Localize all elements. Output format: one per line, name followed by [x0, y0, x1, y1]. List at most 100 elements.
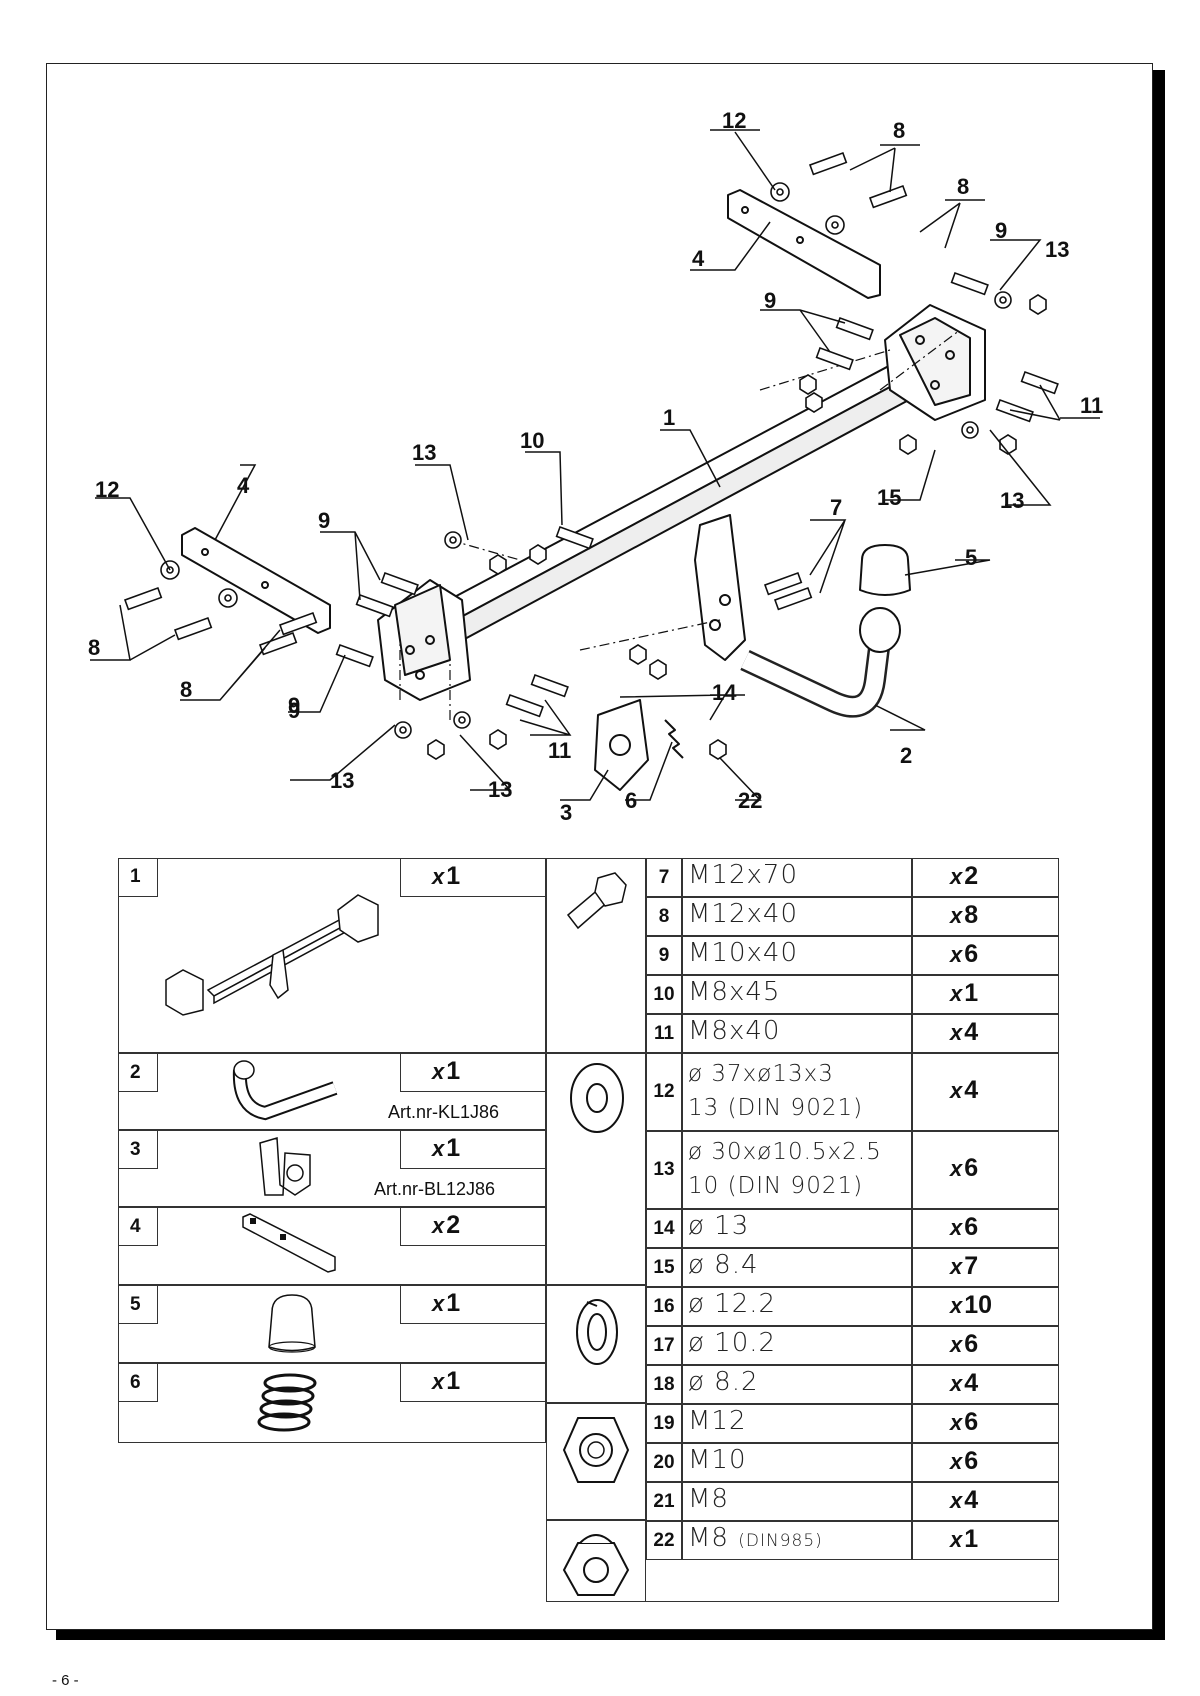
fastener-number: 10: [653, 983, 675, 1005]
fastener-quantity-cell: [912, 936, 1059, 975]
callout-label: 8: [180, 677, 192, 702]
fastener-number: 17: [653, 1334, 675, 1356]
quantity-cell: [400, 1130, 546, 1169]
callout-label: 10: [520, 428, 544, 453]
quantity-prefix: x: [950, 902, 963, 928]
quantity-prefix: x: [950, 1253, 963, 1279]
hex-nut-icon: [562, 1417, 630, 1483]
part-number: 1: [130, 866, 141, 887]
quantity-cell: [400, 858, 546, 897]
flat-washer-icon: [570, 1063, 624, 1133]
quantity-value: 4: [964, 1076, 979, 1104]
nut-icon: [999, 434, 1017, 455]
fastener-quantity-cell: [912, 1365, 1059, 1404]
washer-icon: [453, 711, 471, 729]
fastener-quantity: x6: [950, 1447, 978, 1476]
fastener-spec-text: M12x40: [688, 899, 798, 929]
fastener-spec-cell: [682, 936, 912, 975]
quantity-value: 6: [964, 939, 979, 968]
spring-part: [664, 719, 684, 759]
fastener-number: 18: [653, 1373, 675, 1395]
nut-icon: [649, 659, 667, 680]
towball-part: [740, 607, 901, 718]
callout-label: 3: [560, 800, 572, 825]
quantity-cell: [400, 1285, 546, 1324]
spring-thumbnail-icon: [257, 1373, 317, 1432]
fastener-quantity-cell: [912, 1326, 1059, 1365]
callout-label: 8: [957, 174, 969, 199]
nut-icon: [529, 544, 547, 565]
part-quantity: x1: [432, 1057, 461, 1085]
socket-plate-thumbnail-icon: [259, 1137, 311, 1196]
page-shadow-bottom: [56, 1630, 1165, 1640]
callout-label: 1: [663, 405, 675, 430]
nut-icon: [805, 392, 823, 413]
quantity-value: 7: [964, 1251, 979, 1280]
fastener-spec: ø 13: [688, 1211, 749, 1241]
left-strip-plate: [181, 527, 331, 634]
quantity-value: 1: [964, 978, 979, 1007]
fastener-number: 16: [653, 1295, 675, 1317]
quantity-prefix: x: [950, 1487, 963, 1513]
fastener-spec: M8 (DIN985): [688, 1523, 823, 1553]
fastener-number: 8: [658, 905, 670, 927]
nut-icon: [489, 729, 507, 750]
callout-labels: 12 8 8 4 9 13 9 11 1 13 10 15 13 12 4 9 …: [88, 108, 1103, 825]
bolt-icon: [808, 152, 848, 176]
fastener-number-cell: [646, 1248, 682, 1287]
callout-label: 2: [900, 743, 912, 768]
callout-label: 13: [412, 440, 436, 465]
part-number-cell: [118, 1207, 158, 1246]
bolt-icon: [868, 185, 908, 209]
fastener-spec-text: M12: [688, 1406, 747, 1436]
fastener-quantity-cell: [912, 1248, 1059, 1287]
fastener-number-cell: [646, 1404, 682, 1443]
quantity-value: 1: [964, 1524, 979, 1553]
cap-part: [859, 544, 911, 596]
fastener-quantity: x6: [950, 1408, 978, 1437]
bolt-icon: [258, 632, 298, 656]
callout-label: 9: [995, 218, 1007, 243]
washer-icon: [394, 721, 412, 739]
quantity-cell: [400, 1053, 546, 1092]
quantity-value: 6: [964, 1212, 979, 1241]
quantity-value: 6: [964, 1329, 979, 1358]
quantity-prefix: x: [950, 1331, 963, 1357]
fastener-number-cell: [646, 858, 682, 897]
nut-icon: [427, 739, 445, 760]
crossbar-thumbnail-icon: [165, 894, 379, 1016]
bolt-icon: [1020, 370, 1059, 395]
part-number-cell: [118, 1285, 158, 1324]
callout-label: 12: [95, 477, 119, 502]
callout-label: 13: [488, 777, 512, 802]
lock-nut-icon: [562, 1534, 630, 1596]
nut-icon: [709, 739, 727, 760]
fastener-quantity: x4: [950, 1076, 978, 1105]
fastener-spec: M10x40: [688, 938, 798, 968]
left-bracket-part: [377, 579, 471, 701]
fastener-spec-text: ø 10.2: [688, 1328, 777, 1358]
fastener-spec: ø 10.2: [688, 1328, 776, 1358]
callout-label: 9: [764, 288, 776, 313]
fastener-spec-text: ø 8.2: [688, 1367, 759, 1397]
fastener-quantity: x1: [950, 979, 978, 1008]
fastener-number-cell: [646, 1482, 682, 1521]
fastener-number: 13: [653, 1159, 675, 1180]
towball-thumbnail-icon: [232, 1060, 338, 1121]
bolt-icon: [355, 593, 394, 618]
quantity-value: 4: [964, 1368, 979, 1397]
fastener-spec-cell: [682, 975, 912, 1014]
fastener-number-cell: [646, 936, 682, 975]
part-number: 2: [130, 1062, 141, 1083]
fastener-number: 15: [653, 1256, 675, 1278]
part-quantity: x1: [432, 1134, 461, 1162]
quantity-prefix: x: [950, 1019, 963, 1045]
bolt-icon: [173, 617, 213, 641]
fastener-number-cell: [646, 1014, 682, 1053]
right-bracket-part: [884, 304, 986, 421]
fastener-number-cell: [646, 1443, 682, 1482]
fastener-quantity: x4: [950, 1486, 978, 1515]
part-quantity: x1: [432, 1367, 461, 1395]
fastener-number-cell: [646, 1521, 682, 1560]
fastener-spec-text: M8x40: [688, 1016, 781, 1046]
